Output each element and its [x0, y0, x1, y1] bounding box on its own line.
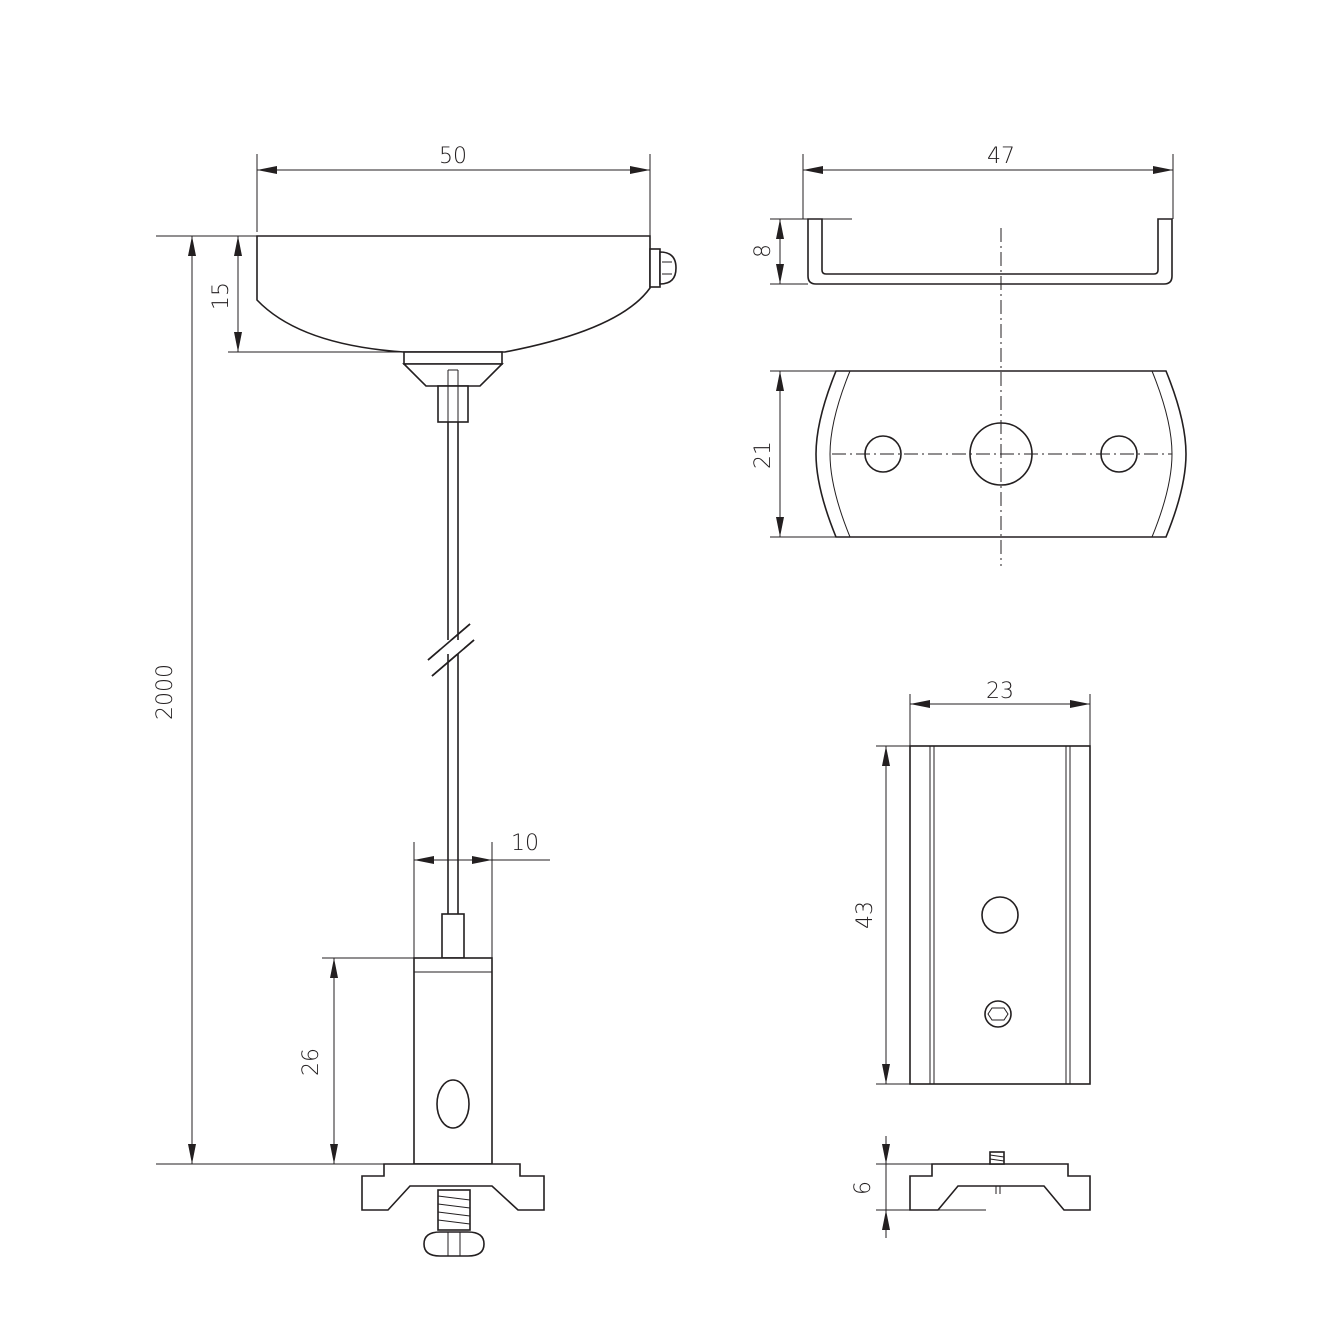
dim-label-50: 50 — [439, 144, 467, 169]
dim-label-10: 10 — [511, 831, 539, 856]
dim-label-2000: 2000 — [153, 664, 178, 720]
adapter-plan — [909, 745, 1091, 1085]
dimension-8: 8 — [751, 218, 852, 285]
clamp-hole — [436, 1079, 470, 1129]
set-screw — [989, 1151, 1005, 1165]
dimension-10: 10 — [413, 831, 550, 958]
bottom-screw — [423, 1189, 485, 1257]
cable-gripper-top — [437, 385, 469, 423]
cap-screw — [649, 248, 677, 288]
adapter-hole — [981, 896, 1019, 934]
bracket-plate — [815, 370, 1187, 538]
dim-label-21: 21 — [751, 441, 776, 469]
track-adapter-views: 23 43 6 — [851, 679, 1091, 1238]
ceiling-cup — [256, 235, 651, 353]
dimension-15: 15 — [209, 236, 404, 353]
dim-label-6: 6 — [851, 1181, 876, 1195]
dim-label-43: 43 — [853, 901, 878, 929]
dimension-47: 47 — [802, 144, 1174, 219]
dimension-23: 23 — [909, 679, 1091, 746]
dimension-43: 43 — [853, 745, 910, 1085]
bracket-views: 47 8 21 — [751, 144, 1187, 566]
dimension-26: 26 — [299, 957, 414, 1164]
dim-label-15: 15 — [209, 282, 234, 310]
cable-gripper-bottom — [441, 913, 465, 959]
dimension-50: 50 — [256, 144, 651, 244]
dim-label-23: 23 — [986, 679, 1014, 704]
cap-nozzle-cone — [402, 363, 504, 387]
dimension-2000: 2000 — [153, 235, 414, 1165]
hex-screw — [984, 1000, 1012, 1028]
clamp-body — [413, 957, 493, 1165]
dim-label-47: 47 — [987, 144, 1015, 169]
dim-label-26: 26 — [299, 1048, 324, 1076]
dimension-6: 6 — [851, 1136, 986, 1238]
dim-label-8: 8 — [751, 244, 776, 258]
suspension-side-view: 50 15 2000 10 26 — [153, 144, 677, 1257]
dimension-21: 21 — [751, 370, 836, 538]
u-bracket-profile — [807, 218, 1173, 285]
cap-nozzle-ring — [403, 351, 503, 365]
